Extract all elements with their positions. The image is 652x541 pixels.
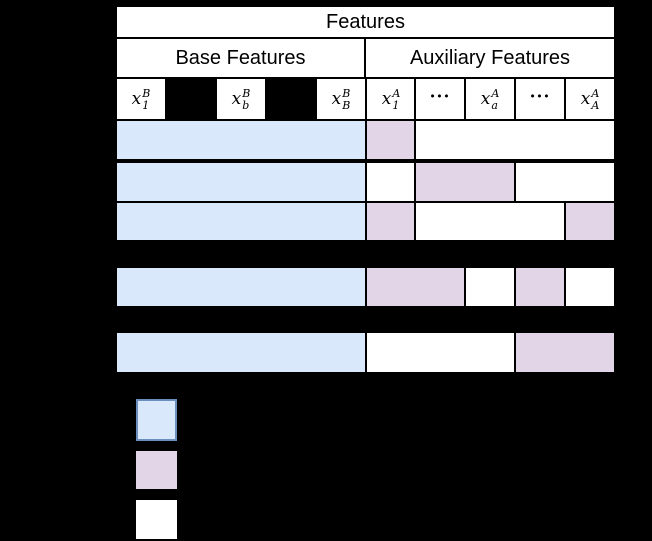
row3-empty-cells [414, 201, 566, 242]
ellipsis-glyph: ··· [429, 86, 451, 107]
legend [136, 399, 336, 541]
column-header-ellipsis: ··· [514, 77, 566, 121]
auxiliary-features-header-cell: Auxiliary Features [364, 37, 616, 79]
row1-empty-cells [414, 119, 616, 161]
features-header-cell: Features [115, 5, 616, 39]
row5-base-cells [115, 331, 367, 374]
row4-empty-cells [464, 266, 516, 308]
row4-base-cells [115, 266, 367, 308]
legend-base-features-swatch [136, 399, 177, 441]
row2-base-cells [115, 161, 367, 203]
column-header-ellipsis: ··· [414, 77, 466, 121]
row3-aux-cells [564, 201, 616, 242]
base-features-label: Base Features [175, 47, 306, 69]
row3-base-cells [115, 201, 367, 242]
row3-aux-cells [365, 201, 416, 242]
legend-unused-features-swatch [136, 500, 177, 539]
legend-auxiliary-features-swatch [136, 451, 177, 489]
auxiliary-features-label: Auxiliary Features [409, 47, 571, 69]
sample-row-3 [115, 201, 616, 242]
features-header-label: Features [326, 11, 405, 33]
sample-row-4 [115, 266, 616, 308]
table-body [115, 5, 616, 377]
row4-aux-cells [365, 266, 466, 308]
row5-empty-cells [365, 331, 516, 374]
ellipsis-glyph: ··· [529, 86, 551, 107]
sample-row-1 [115, 119, 616, 161]
row1-base-cells [115, 119, 367, 161]
row4-aux-cells [514, 266, 566, 308]
sample-row-5 [115, 331, 616, 374]
row5-aux-cells [514, 331, 616, 374]
row1-aux-cells [365, 119, 416, 161]
sample-row-2 [115, 161, 616, 203]
row2-empty-cells [514, 161, 616, 203]
feature-table: Features Base Features Auxiliary Feature… [115, 5, 617, 377]
feature-group-row: Base Features Auxiliary Features [115, 37, 616, 79]
row4-empty-cells [564, 266, 616, 308]
row2-aux-cells [414, 161, 516, 203]
row2-empty-cells [365, 161, 416, 203]
